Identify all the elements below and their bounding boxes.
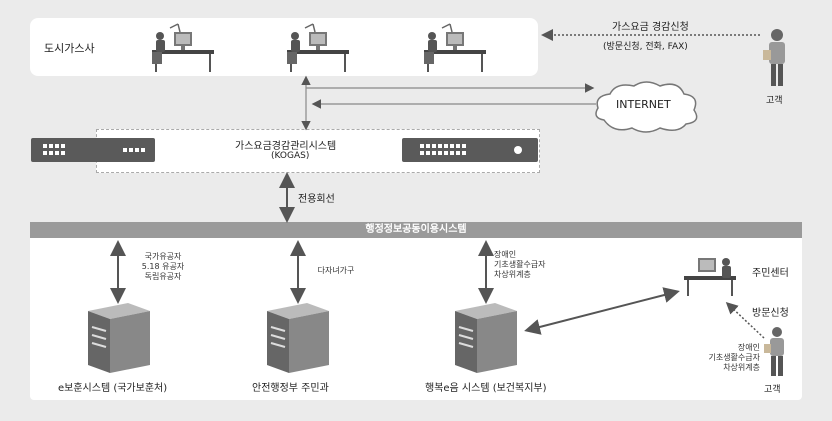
office-worker-icon — [424, 23, 486, 72]
targets-mois: 다자녀가구 — [306, 266, 366, 276]
dedicated-line-label: 전용회선 — [298, 194, 335, 205]
target-item: 차상위계층 — [723, 363, 760, 372]
server-icon — [267, 303, 329, 373]
target-item: 다자녀가구 — [317, 266, 355, 275]
system-name-mois: 안전행정부 주민과 — [252, 383, 329, 394]
target-item: 장애인 — [494, 250, 517, 259]
city-gas-label: 도시가스사 — [44, 42, 95, 55]
server-icon — [88, 303, 150, 373]
visit-targets: 장애인 기초생활수급자 차상위계층 — [698, 343, 760, 373]
internet-label: INTERNET — [616, 98, 671, 111]
office-worker-icon — [287, 23, 349, 72]
gov-system-bar: 행정정보공동이용시스템 — [30, 222, 802, 238]
customer-icon — [763, 29, 785, 86]
customer-icon — [764, 327, 784, 376]
community-center-worker-icon — [684, 258, 736, 296]
server-icon — [455, 303, 517, 373]
target-item: 5.18 유공자 — [141, 262, 185, 271]
target-item: 기초생활수급자 — [708, 353, 760, 362]
kogas-title: 가스요금경감관리시스템 — [235, 141, 337, 152]
target-item: 차상위계층 — [494, 270, 531, 279]
customer-label-bottom: 고객 — [764, 385, 781, 395]
visit-label: 방문신청 — [752, 308, 789, 319]
system-name-bohun: e보훈시스템 (국가보훈처) — [58, 383, 168, 394]
server-rack-right — [402, 138, 538, 162]
targets-happy: 장애인 기초생활수급자 차상위계층 — [494, 250, 568, 280]
target-item: 국가유공자 — [144, 252, 182, 261]
target-item: 기초생활수급자 — [494, 260, 546, 269]
system-name-happy: 행복e음 시스템 (보건복지부) — [425, 383, 547, 394]
office-worker-icon — [152, 23, 214, 72]
kogas-subtitle: (KOGAS) — [271, 151, 310, 161]
internet-cloud-icon — [595, 81, 698, 133]
server-rack-left — [31, 138, 155, 162]
targets-bohun: 국가유공자 5.18 유공자 독립유공자 — [128, 252, 198, 282]
community-center-label: 주민센터 — [752, 268, 789, 279]
application-title: 가스요금 경감신청 — [612, 22, 689, 33]
target-item: 독립유공자 — [144, 272, 182, 281]
customer-label-top: 고객 — [766, 96, 783, 106]
target-item: 장애인 — [737, 343, 760, 352]
application-methods: (방문신청, 전화, FAX) — [603, 42, 688, 52]
